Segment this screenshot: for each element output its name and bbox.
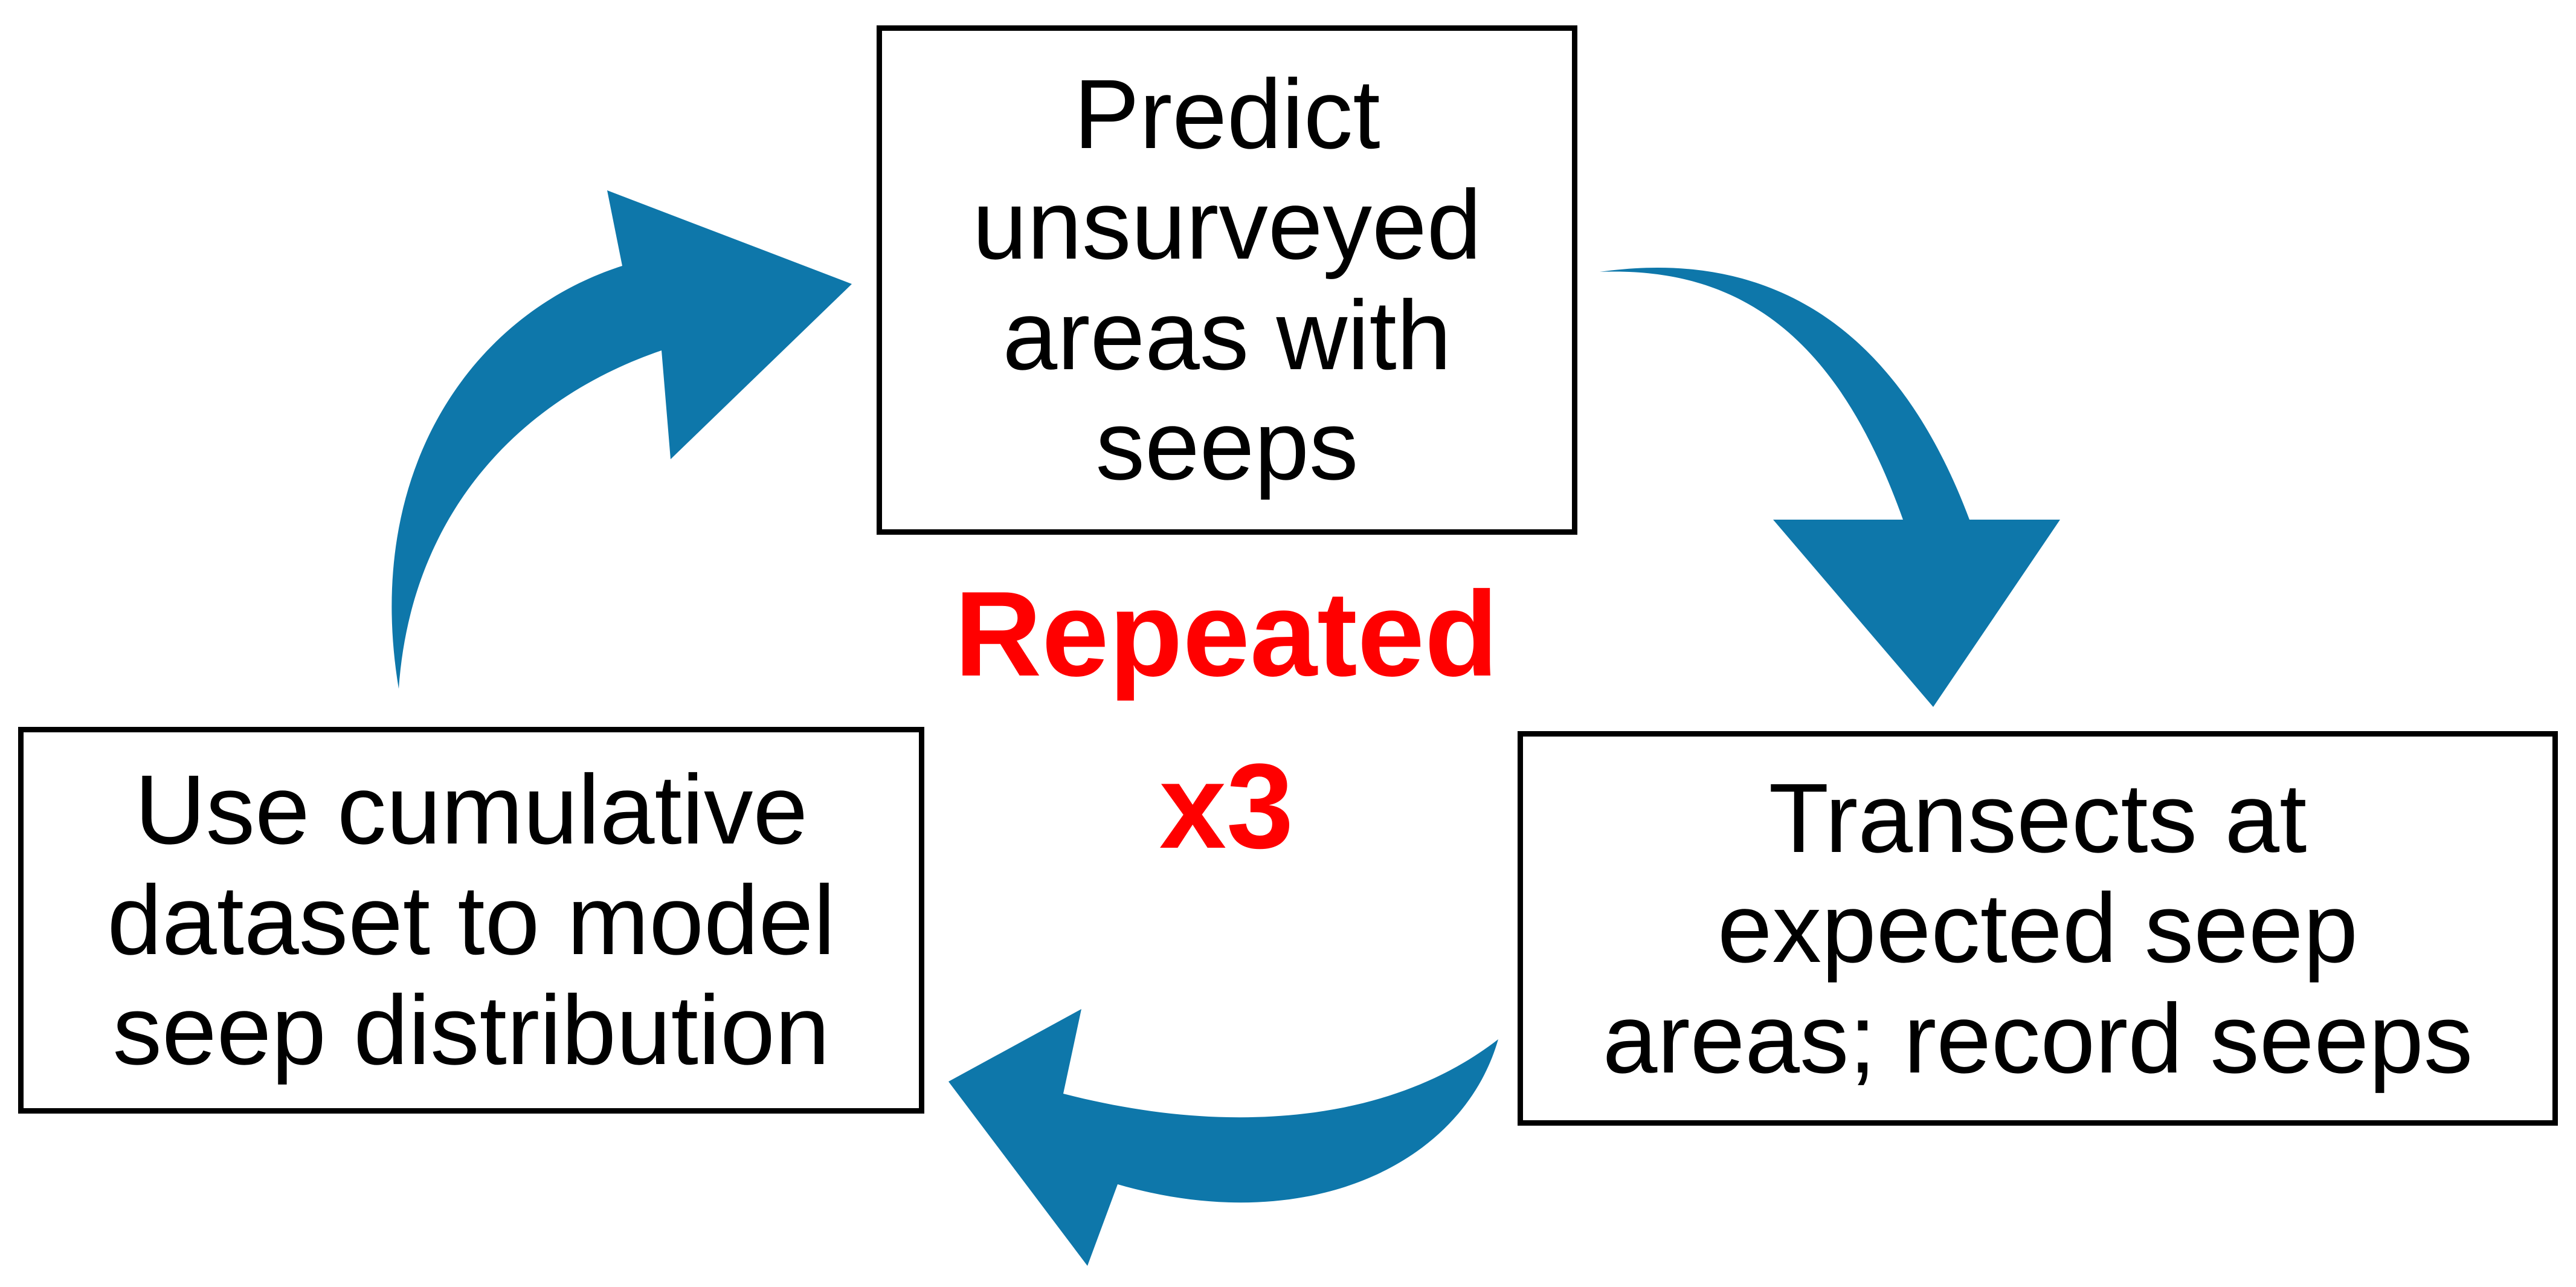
transects-step-box: Transects at expected seep areas; record…: [1518, 731, 2558, 1126]
predict-step-line: seeps: [1095, 390, 1359, 501]
curved-arrow-icon: [391, 190, 852, 689]
repeated-label: Repeated: [954, 567, 1499, 702]
predict-step-line: Predict: [1074, 59, 1380, 170]
model-step-line: seep distribution: [112, 975, 830, 1086]
transects-step-line: areas; record seeps: [1602, 982, 2473, 1094]
predict-step-box: Predict unsurveyed areas with seeps: [877, 25, 1577, 535]
curved-arrow-icon: [1600, 267, 2060, 707]
transects-step-line: Transects at: [1768, 762, 2307, 873]
repeat-count-label: x3: [1159, 739, 1294, 874]
model-step-line: Use cumulative: [134, 754, 808, 865]
predict-step-line: areas with: [1002, 279, 1452, 390]
transects-step-line: expected seep: [1717, 873, 2359, 984]
predict-step-line: unsurveyed: [972, 169, 1482, 280]
curved-arrow-icon: [948, 1009, 1498, 1266]
model-step-box: Use cumulative dataset to model seep dis…: [18, 727, 924, 1114]
model-step-line: dataset to model: [107, 864, 836, 975]
